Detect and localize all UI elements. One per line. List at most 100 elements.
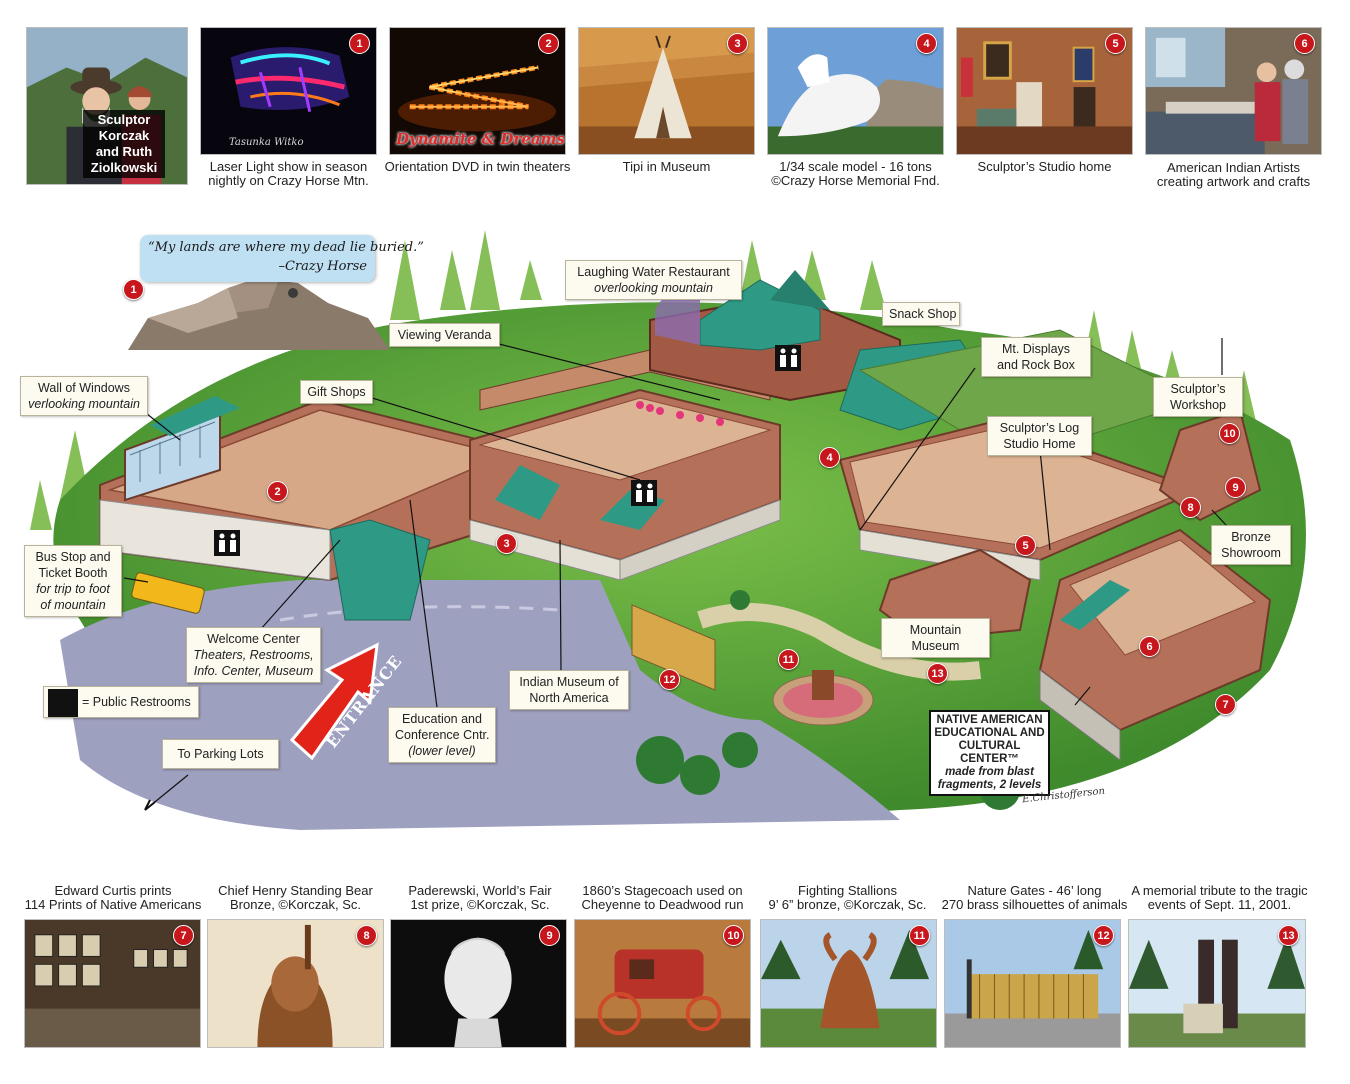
caption-line: 1/34 scale model - 16 tons (779, 159, 932, 174)
label-line-italic: fragments, 2 levels (937, 779, 1042, 791)
label-line: Indian Museum of (519, 675, 619, 689)
model-scene (768, 28, 943, 154)
label-line: Conference Cntr. (395, 728, 490, 742)
caption-tipi: Tipi in Museum (578, 160, 755, 174)
gates-scene (945, 920, 1120, 1047)
photo-paderewski[interactable]: 9 (390, 919, 567, 1048)
entrance-arrow-icon (289, 642, 379, 761)
overlay-line: and Ruth (95, 144, 153, 159)
caption-line: Fighting Stallions (798, 883, 897, 898)
label-laughing-water-restaurant[interactable]: Laughing Water Restaurant overlooking mo… (565, 260, 742, 300)
caption-line: 1860’s Stagecoach used on (582, 883, 743, 898)
label-line: = Public Restrooms (82, 695, 191, 709)
map-marker[interactable]: 12 (659, 669, 680, 690)
photo-memorial[interactable]: 13 (1128, 919, 1306, 1048)
label-sculptors-workshop[interactable]: Sculptor’s Workshop (1153, 377, 1243, 417)
map-marker[interactable]: 1 (123, 279, 144, 300)
caption-line: Nature Gates - 46’ long (967, 883, 1102, 898)
label-bronze-showroom[interactable]: Bronze Showroom (1211, 525, 1291, 565)
label-line: Wall of Windows (38, 381, 130, 395)
restroom-glyphs (219, 348, 797, 552)
caption-fighting-stallions: Fighting Stallions 9’ 6” bronze, ©Korcza… (755, 884, 940, 912)
label-line: Museum (911, 639, 960, 653)
photo-tipi[interactable]: 3 (578, 27, 755, 155)
label-education-center[interactable]: Education and Conference Cntr. (lower le… (388, 707, 496, 763)
caption-line: Laser Light show in season (209, 159, 368, 174)
caption-line: Sculptor’s Studio home (977, 159, 1112, 174)
paderewski-scene (391, 920, 566, 1047)
map-marker[interactable]: 13 (927, 663, 948, 684)
map-marker[interactable]: 2 (267, 481, 288, 502)
photo-number-badge: 3 (727, 33, 748, 54)
map-marker[interactable]: 7 (1215, 694, 1236, 715)
label-line: To Parking Lots (177, 747, 264, 761)
map-marker[interactable]: 4 (819, 447, 840, 468)
label-line: NATIVE AMERICAN (936, 714, 1043, 726)
standing-bear-scene (208, 920, 383, 1047)
caption-line: 1st prize, ©Korczak, Sc. (410, 897, 550, 912)
quote-text: “My lands are where my dead lie buried.” (148, 240, 424, 255)
map-marker[interactable]: 11 (778, 649, 799, 670)
photo-studio-home[interactable]: 5 (956, 27, 1133, 155)
restroom-icon (48, 689, 78, 717)
label-indian-museum[interactable]: Indian Museum of North America (509, 670, 629, 710)
caption-line: Chief Henry Standing Bear (218, 883, 373, 898)
photo-number-badge: 7 (173, 925, 194, 946)
label-mountain-museum[interactable]: Mountain Museum (881, 618, 990, 658)
label-line: Sculptor’s Log (999, 421, 1080, 435)
label-line-italic: for trip to foot (36, 582, 110, 596)
photo-orientation-dvd[interactable]: Dynamite & Dreams 2 (389, 27, 566, 155)
label-cultural-center[interactable]: NATIVE AMERICAN EDUCATIONAL AND CULTURAL… (929, 710, 1050, 796)
entrance-arrow[interactable]: ENTRANCE (282, 640, 406, 770)
photo-fighting-stallions[interactable]: 11 (760, 919, 937, 1048)
caption-paderewski: Paderewski, World’s Fair 1st prize, ©Kor… (385, 884, 575, 912)
photo-laser-light-show[interactable]: Tasunka Witko 1 (200, 27, 377, 155)
caption-line: 114 Prints of Native Americans (24, 897, 202, 912)
label-line: Mountain (909, 623, 962, 637)
photo-stagecoach[interactable]: 10 (574, 919, 751, 1048)
label-mt-displays[interactable]: Mt. Displays and Rock Box (981, 337, 1091, 377)
label-bus-stop[interactable]: Bus Stop and Ticket Booth for trip to fo… (24, 545, 122, 617)
label-welcome-center[interactable]: Welcome Center Theaters, Restrooms, Info… (186, 627, 321, 683)
label-to-parking-lots[interactable]: To Parking Lots (162, 739, 279, 769)
label-snack-shop[interactable]: Snack Shop (882, 302, 960, 326)
tipi-scene (579, 28, 754, 154)
label-line: Education and (402, 712, 482, 726)
caption-line: Bronze, ©Korczak, Sc. (230, 897, 361, 912)
label-line: Studio Home (1003, 437, 1076, 451)
stagecoach-scene (575, 920, 750, 1047)
caption-line: Paderewski, World’s Fair (408, 883, 552, 898)
map-marker[interactable]: 10 (1219, 423, 1240, 444)
caption-line: Tipi in Museum (622, 159, 711, 174)
photo-nature-gates[interactable]: 12 (944, 919, 1121, 1048)
map-marker[interactable]: 3 (496, 533, 517, 554)
map-marker[interactable]: 9 (1225, 477, 1246, 498)
caption-line: ©Crazy Horse Memorial Fnd. (771, 173, 940, 188)
label-line: Laughing Water Restaurant (577, 265, 730, 279)
map-marker[interactable]: 5 (1015, 535, 1036, 556)
laser-scene (201, 28, 376, 154)
photo-curtis-prints[interactable]: 7 (24, 919, 201, 1048)
label-gift-shops[interactable]: Gift Shops (300, 380, 373, 404)
photo-number-badge: 12 (1093, 925, 1114, 946)
photo-number-badge: 11 (909, 925, 930, 946)
caption-stagecoach: 1860’s Stagecoach used on Cheyenne to De… (570, 884, 755, 912)
label-line-italic: made from blast (945, 766, 1034, 778)
label-viewing-veranda[interactable]: Viewing Veranda (389, 323, 500, 347)
caption-line: A memorial tribute to the tragic (1131, 883, 1308, 898)
label-log-studio-home[interactable]: Sculptor’s Log Studio Home (987, 416, 1092, 456)
photo-indian-artists[interactable]: 6 (1145, 27, 1322, 155)
caption-line: Cheyenne to Deadwood run (581, 897, 744, 912)
map-marker[interactable]: 6 (1139, 636, 1160, 657)
label-line: Gift Shops (307, 385, 366, 399)
label-wall-of-windows[interactable]: Wall of Windows verlooking mountain (20, 376, 148, 416)
photo-sculptor-portrait[interactable]: Sculptor Korczak and Ruth Ziolkowski (26, 27, 188, 185)
caption-line: American Indian Artists (1167, 160, 1300, 175)
map-marker[interactable]: 8 (1180, 497, 1201, 518)
photo-number-badge: 13 (1278, 925, 1299, 946)
photo-standing-bear[interactable]: 8 (207, 919, 384, 1048)
dynamite-scene (390, 28, 565, 154)
photo-number-badge: 1 (349, 33, 370, 54)
photo-scale-model[interactable]: 4 (767, 27, 944, 155)
label-line-italic: of mountain (40, 598, 106, 612)
